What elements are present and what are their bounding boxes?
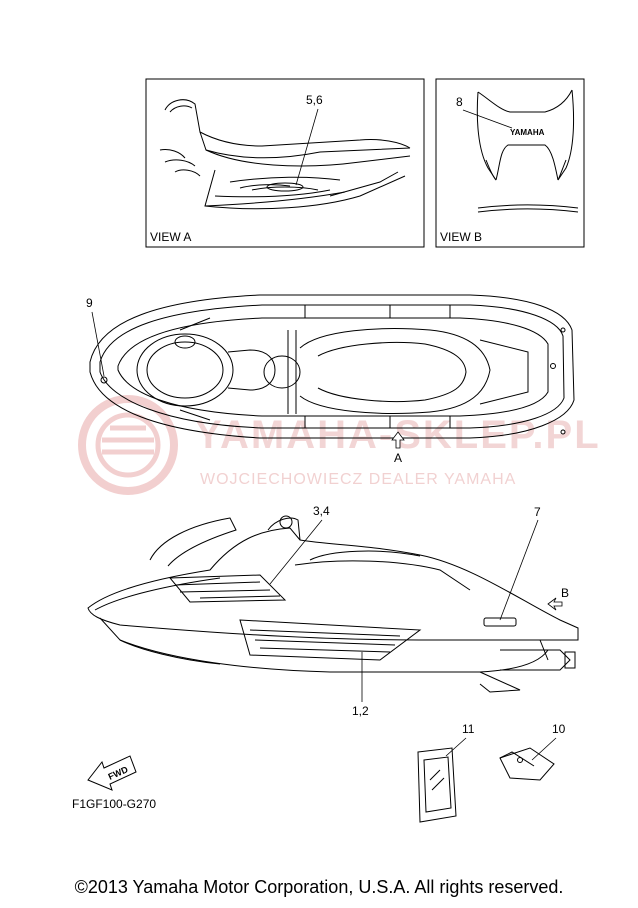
view-a-marker: A <box>394 451 402 465</box>
part-label-8: 8 <box>456 95 463 109</box>
part-label-10: 10 <box>552 722 566 736</box>
diagram-code: F1GF100-G270 <box>72 797 156 811</box>
leader-3-4 <box>270 520 322 584</box>
view-b-rear-drawing <box>477 90 578 212</box>
leader-10 <box>532 738 556 760</box>
part-10-bag <box>500 748 554 780</box>
view-b-marker: B <box>561 586 569 600</box>
part-label-11: 11 <box>462 722 475 736</box>
fwd-arrow-icon: FWD <box>88 756 136 790</box>
view-a-arrow-icon <box>392 432 404 448</box>
view-b-arrow-icon <box>548 598 562 610</box>
part-label-5-6: 5,6 <box>306 93 323 107</box>
leader-11 <box>446 738 466 756</box>
leader-9 <box>92 312 104 376</box>
watermark-logo-icon <box>82 399 174 491</box>
top-view-hull <box>90 295 574 438</box>
part-label-9: 9 <box>86 296 93 310</box>
view-b-decal-text: YAMAHA <box>510 128 545 137</box>
watermark: YAMAHA-SKLEP.PL WOJCIECHOWIECZ DEALER YA… <box>82 399 599 491</box>
copyright-notice: ©2013 Yamaha Motor Corporation, U.S.A. A… <box>74 877 564 897</box>
view-b-label: VIEW B <box>440 230 482 244</box>
part-label-3-4: 3,4 <box>313 504 330 518</box>
view-b-panel: YAMAHA 8 VIEW B <box>436 79 584 247</box>
watermark-subtitle: WOJCIECHOWIECZ DEALER YAMAHA <box>200 471 516 488</box>
leader-5-6 <box>296 109 318 185</box>
part-label-7: 7 <box>534 505 541 519</box>
view-a-label: VIEW A <box>150 230 191 244</box>
side-view-hull <box>88 516 578 692</box>
part-11-pouch <box>418 748 456 822</box>
leader-7 <box>500 520 538 620</box>
part-label-1-2: 1,2 <box>352 704 369 718</box>
leader-8 <box>463 110 512 128</box>
view-a-panel: VIEW A 5,6 <box>146 79 424 247</box>
view-a-seat-drawing <box>160 100 410 209</box>
